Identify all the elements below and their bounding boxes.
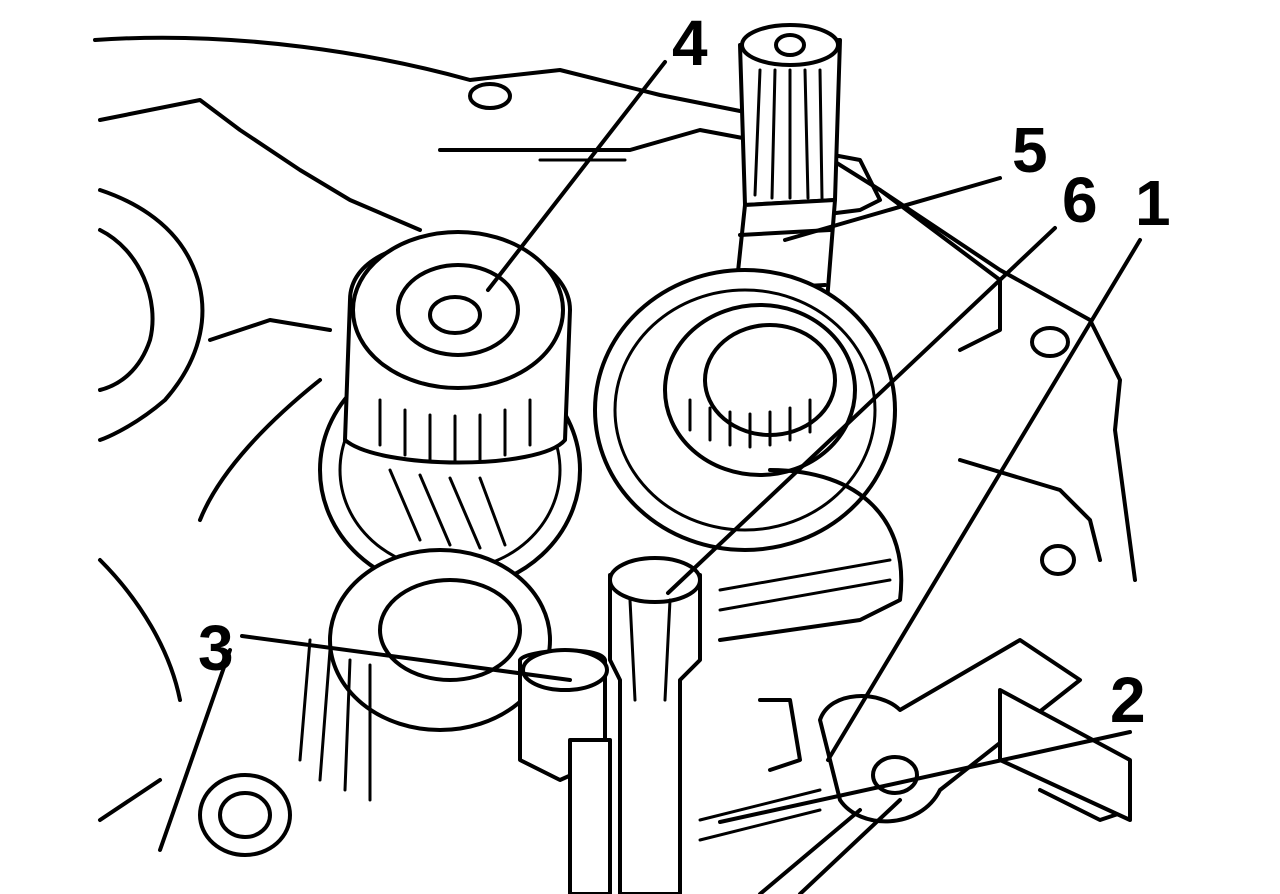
callout-1: 1 bbox=[1135, 167, 1171, 239]
shift-rod bbox=[518, 556, 702, 894]
leader-4 bbox=[486, 60, 667, 292]
leader-2 bbox=[718, 730, 1132, 824]
callout-5: 5 bbox=[1012, 114, 1048, 186]
leader-6 bbox=[666, 226, 1057, 595]
transmission-housing bbox=[93, 35, 1137, 857]
main-gear bbox=[593, 268, 904, 642]
leader-1 bbox=[826, 238, 1142, 762]
leader-5 bbox=[783, 176, 1002, 242]
leader-3 bbox=[240, 634, 572, 682]
callout-labels: 4 5 6 1 2 3 bbox=[198, 7, 1171, 736]
callout-2: 2 bbox=[1110, 664, 1146, 736]
callout-6: 6 bbox=[1062, 164, 1098, 236]
callout-leaders bbox=[240, 60, 1142, 824]
countershaft-gear-cluster bbox=[298, 230, 582, 802]
shift-fork bbox=[698, 638, 1132, 894]
callout-3: 3 bbox=[198, 612, 234, 684]
callout-4: 4 bbox=[672, 7, 708, 79]
